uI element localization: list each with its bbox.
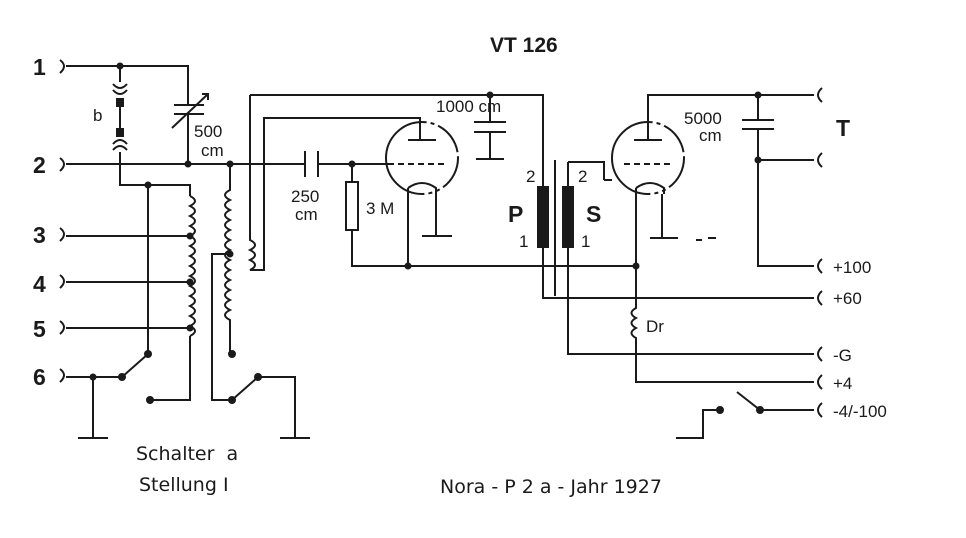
terminal-plus60: +60	[833, 289, 862, 308]
phones-label: T	[836, 115, 850, 141]
transformer-primary-core	[537, 186, 549, 248]
reaction-coil	[247, 95, 421, 271]
terminal-4-label: 4	[33, 271, 46, 297]
transformer-secondary-core	[562, 186, 574, 248]
jumper-b-label: b	[93, 106, 102, 125]
terminal-5-label: 5	[33, 316, 46, 342]
secondary-top-mark: 2	[578, 167, 587, 186]
primary-label: P	[508, 201, 523, 227]
tapped-coil-middle	[224, 164, 233, 354]
switch-caption-line1: Schalter a	[136, 443, 238, 465]
terminal-2-label: 2	[33, 152, 46, 178]
capacitor-5000-value: 5000	[684, 109, 722, 128]
secondary-label: S	[586, 201, 601, 227]
tube-1	[385, 118, 459, 266]
switch-a-right	[231, 376, 310, 439]
capacitor-250-symbol	[304, 151, 319, 177]
capacitor-500-unit: cm	[201, 141, 224, 160]
primary-bottom-mark: 1	[519, 232, 528, 251]
resistor-3m-symbol	[345, 181, 359, 231]
capacitor-1000-label: 1000 cm	[436, 97, 501, 116]
capacitor-500-symbol	[174, 104, 204, 165]
diagram-title: VT 126	[490, 34, 558, 57]
choke-dr: Dr	[630, 266, 814, 383]
left-jack-symbols	[59, 59, 65, 383]
terminal-1-label: 1	[33, 54, 46, 80]
caption-text: Nora - P 2 a - Jahr 1927	[440, 476, 662, 498]
terminal-3-label: 3	[33, 222, 46, 248]
ground-left	[78, 377, 108, 439]
right-jack-symbols	[817, 87, 823, 418]
plate-bypass: 1000 cm	[250, 91, 814, 299]
transformer: 2 1 2 1 P S	[508, 160, 814, 355]
terminal-minus-g: -G	[833, 346, 852, 365]
primary-top-mark: 2	[526, 167, 535, 186]
terminal-plus100: +100	[833, 258, 871, 277]
left-terminals: 1 2 3 4 5 6	[33, 54, 65, 390]
choke-label: Dr	[646, 317, 664, 336]
capacitor-250-value: 250	[291, 187, 319, 206]
capacitor-250-unit: cm	[295, 205, 318, 224]
terminal-minus4-minus100: -4/-100	[833, 402, 887, 421]
terminal-plus4: +4	[833, 374, 852, 393]
resistor-3m-label: 3 M	[366, 199, 394, 218]
right-terminals: +100 +60 -G +4 -4/-100	[817, 87, 887, 421]
secondary-bottom-mark: 1	[581, 232, 590, 251]
capacitor-500-value: 500	[194, 122, 222, 141]
tapped-coil-left	[187, 195, 196, 337]
terminal-6-label: 6	[33, 364, 46, 390]
capacitor-5000-unit: cm	[699, 126, 722, 145]
variable-arrow-symbol	[171, 93, 209, 129]
switch-caption-line2: Stellung I	[139, 474, 229, 496]
input-network: b 500 cm 250 cm 3 M	[66, 62, 640, 439]
output-network: 5000 cm T	[684, 91, 850, 267]
battery-switch	[676, 391, 814, 439]
